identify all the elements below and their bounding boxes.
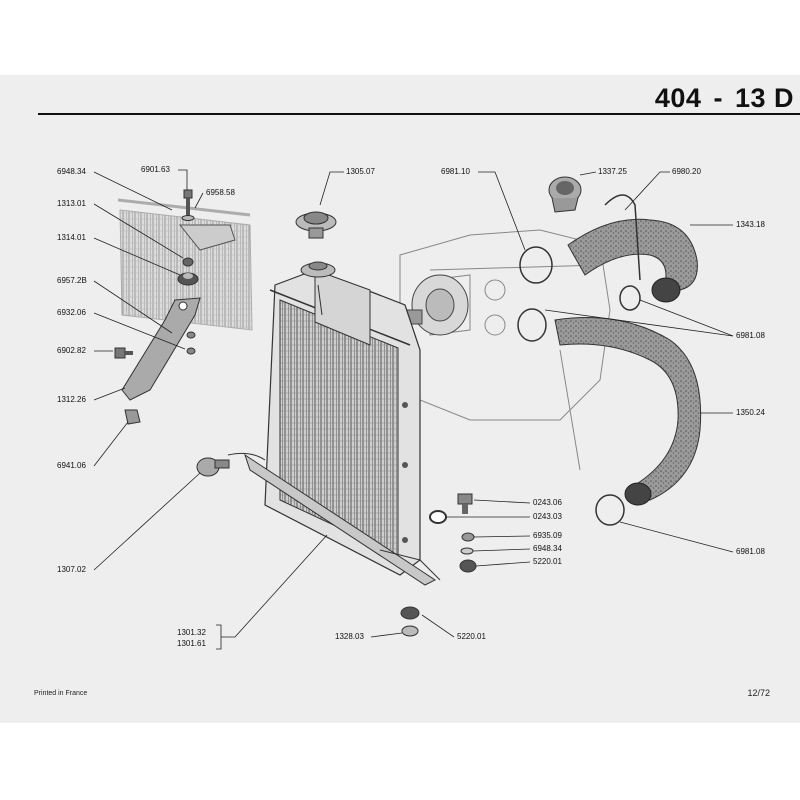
part-label-1301-61: 1301.61 (177, 639, 206, 648)
water-pump-housing (405, 274, 469, 336)
drain-plug (429, 493, 473, 524)
mounting-bracket (121, 297, 201, 401)
washer-set (459, 532, 477, 573)
part-label-1305-07: 1305.07 (346, 167, 375, 176)
part-label-1313-01: 1313.01 (57, 199, 86, 208)
part-label-6981-10: 6981.10 (441, 167, 470, 176)
part-label-6902-82: 6902.82 (57, 346, 86, 355)
part-label-6957-2b: 6957.2B (57, 276, 87, 285)
part-label-6935-09: 6935.09 (533, 531, 562, 540)
part-label-1343-18: 1343.18 (736, 220, 765, 229)
title-dash: - (713, 83, 723, 113)
part-label-6901-63: 6901.63 (141, 165, 170, 174)
leader-lines (93, 169, 734, 650)
part-label-0243-06: 0243.06 (533, 498, 562, 507)
part-label-1328-03: 1328.03 (335, 632, 364, 641)
header-rule (38, 113, 800, 115)
part-label-6941-06: 6941.06 (57, 461, 86, 470)
part-label-5220-01-upper: 5220.01 (533, 557, 562, 566)
clip-piece (124, 409, 141, 425)
part-label-6948-34-top: 6948.34 (57, 167, 86, 176)
radiator-cap-top (295, 211, 337, 239)
part-label-1301-32: 1301.32 (177, 628, 206, 637)
drain-tap (196, 452, 266, 477)
engine-block-outline (399, 229, 611, 471)
part-label-5220-01-lower: 5220.01 (457, 632, 486, 641)
bolt-assembly (178, 189, 236, 251)
part-label-1314-01: 1314.01 (57, 233, 86, 242)
page-title: 404-13 D (655, 83, 794, 114)
lower-hose (554, 317, 702, 506)
rubber-mount (177, 257, 199, 286)
printed-in-note: Printed in France (34, 690, 88, 697)
rubber-block (400, 606, 420, 637)
section-code: 13 D (734, 83, 794, 113)
upper-hose (567, 218, 698, 303)
small-nut (186, 331, 196, 355)
part-label-6948-34-bottom: 6948.34 (533, 544, 562, 553)
thermostat-housing (548, 176, 582, 213)
part-label-0243-03: 0243.03 (533, 512, 562, 521)
page-number: 12/72 (747, 688, 770, 698)
part-label-1307-02: 1307.02 (57, 565, 86, 574)
part-label-1312-26: 1312.26 (57, 395, 86, 404)
part-label-6981-08-lower: 6981.08 (736, 547, 765, 556)
part-label-6958-58: 6958.58 (206, 188, 235, 197)
part-label-6980-20: 6980.20 (672, 167, 701, 176)
part-label-1350-24: 1350.24 (736, 408, 765, 417)
part-label-1337-25: 1337.25 (598, 167, 627, 176)
side-bolt (114, 347, 133, 359)
part-label-6981-08-upper: 6981.08 (736, 331, 765, 340)
filler-neck-cap (300, 261, 336, 316)
part-label-6932-06: 6932.06 (57, 308, 86, 317)
hose-clamps (517, 194, 641, 526)
main-radiator (244, 269, 441, 586)
model-number: 404 (654, 83, 702, 113)
